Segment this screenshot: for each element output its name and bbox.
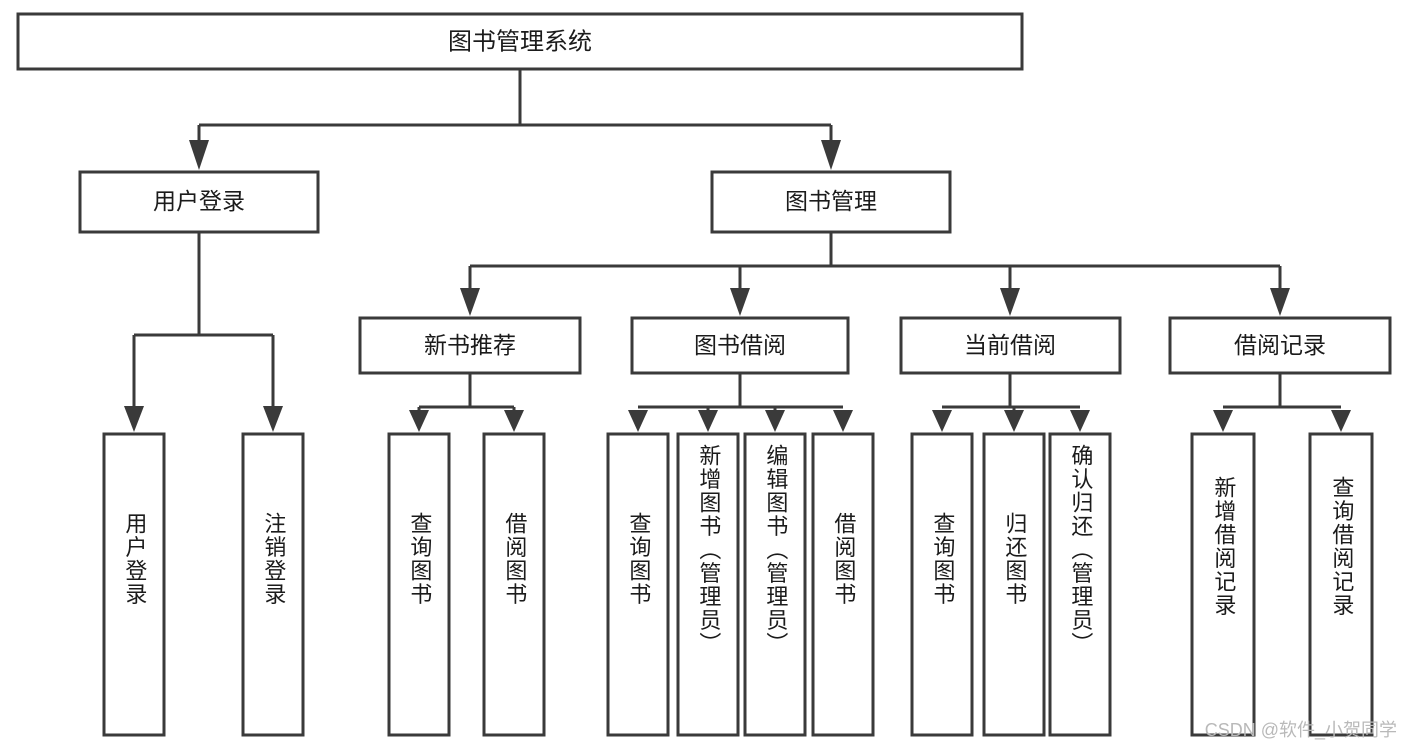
node-current-borrow-box[interactable] <box>899 316 1122 375</box>
node-new-book-rec-label: 新书推荐 <box>424 332 516 358</box>
node-book-manage-box[interactable] <box>710 170 952 234</box>
arrow-bb-to-leaf-add-book <box>698 410 718 432</box>
arrow-cb-to-leaf-query-book <box>932 410 952 432</box>
leaf-box-user-logout[interactable] <box>241 432 305 737</box>
node-user-login[interactable]: 用户登录 <box>78 170 320 234</box>
node-root-label: 图书管理系统 <box>448 28 592 55</box>
arrow-bm-to-current-borrow <box>1000 288 1020 316</box>
edge-group-book-manage <box>460 232 1290 316</box>
edge-group-current-borrow <box>932 373 1090 432</box>
node-book-manage-label: 图书管理 <box>785 188 877 214</box>
node-new-book-rec-box[interactable] <box>358 316 582 375</box>
node-book-borrow-label: 图书借阅 <box>694 332 786 358</box>
node-borrow-record-box[interactable] <box>1168 316 1392 375</box>
leaf-boxes <box>102 432 1374 737</box>
leaf-box-borrow-book-rec[interactable] <box>482 432 546 737</box>
edge-group-new-book-rec <box>409 373 524 432</box>
leaf-box-confirm-return[interactable] <box>1048 432 1112 737</box>
node-borrow-record[interactable]: 借阅记录 <box>1168 316 1392 375</box>
arrow-root-to-book-manage <box>821 140 841 170</box>
arrow-bm-to-borrow-record <box>1270 288 1290 316</box>
node-new-book-rec[interactable]: 新书推荐 <box>358 316 582 375</box>
node-root-box[interactable] <box>16 12 1024 71</box>
arrow-cb-to-leaf-return-book <box>1004 410 1024 432</box>
leaf-box-query-book-borrow[interactable] <box>606 432 670 737</box>
arrow-ul-to-leaf-user-login <box>124 406 144 432</box>
leaf-box-edit-book[interactable] <box>743 432 807 737</box>
arrow-br-to-leaf-query-record <box>1331 410 1351 432</box>
node-current-borrow[interactable]: 当前借阅 <box>899 316 1122 375</box>
edge-group-borrow-record <box>1213 373 1351 432</box>
leaf-box-add-record[interactable] <box>1190 432 1256 737</box>
node-book-borrow[interactable]: 图书借阅 <box>630 316 850 375</box>
arrow-nbr-to-leaf-query-book <box>409 410 429 432</box>
leaf-box-borrow-book[interactable] <box>811 432 875 737</box>
edge-group-user-login <box>124 232 283 432</box>
leaf-box-return-book[interactable] <box>982 432 1046 737</box>
node-user-login-box[interactable] <box>78 170 320 234</box>
leaf-box-query-book-rec[interactable] <box>387 432 451 737</box>
node-current-borrow-label: 当前借阅 <box>964 332 1056 358</box>
arrow-nbr-to-leaf-borrow-book <box>504 410 524 432</box>
arrow-ul-to-leaf-user-logout <box>263 406 283 432</box>
arrow-br-to-leaf-add-record <box>1213 410 1233 432</box>
leaf-box-query-book-current[interactable] <box>910 432 974 737</box>
arrow-bb-to-leaf-edit-book <box>765 410 785 432</box>
node-book-manage[interactable]: 图书管理 <box>710 170 952 234</box>
leaf-box-add-book[interactable] <box>676 432 740 737</box>
leaf-box-user-login[interactable] <box>102 432 166 737</box>
arrow-bb-to-leaf-borrow-book <box>833 410 853 432</box>
node-book-borrow-box[interactable] <box>630 316 850 375</box>
arrow-cb-to-leaf-confirm-return <box>1070 410 1090 432</box>
node-borrow-record-label: 借阅记录 <box>1234 332 1326 358</box>
node-user-login-label: 用户登录 <box>153 188 245 214</box>
arrow-bm-to-book-borrow <box>730 288 750 316</box>
arrow-bm-to-new-book-rec <box>460 288 480 316</box>
arrow-root-to-user-login <box>189 140 209 170</box>
leaf-box-query-record[interactable] <box>1308 432 1374 737</box>
edge-group-root <box>189 69 841 170</box>
edge-group-book-borrow <box>628 373 853 432</box>
arrow-bb-to-leaf-query-book <box>628 410 648 432</box>
node-root[interactable]: 图书管理系统 <box>16 12 1024 71</box>
